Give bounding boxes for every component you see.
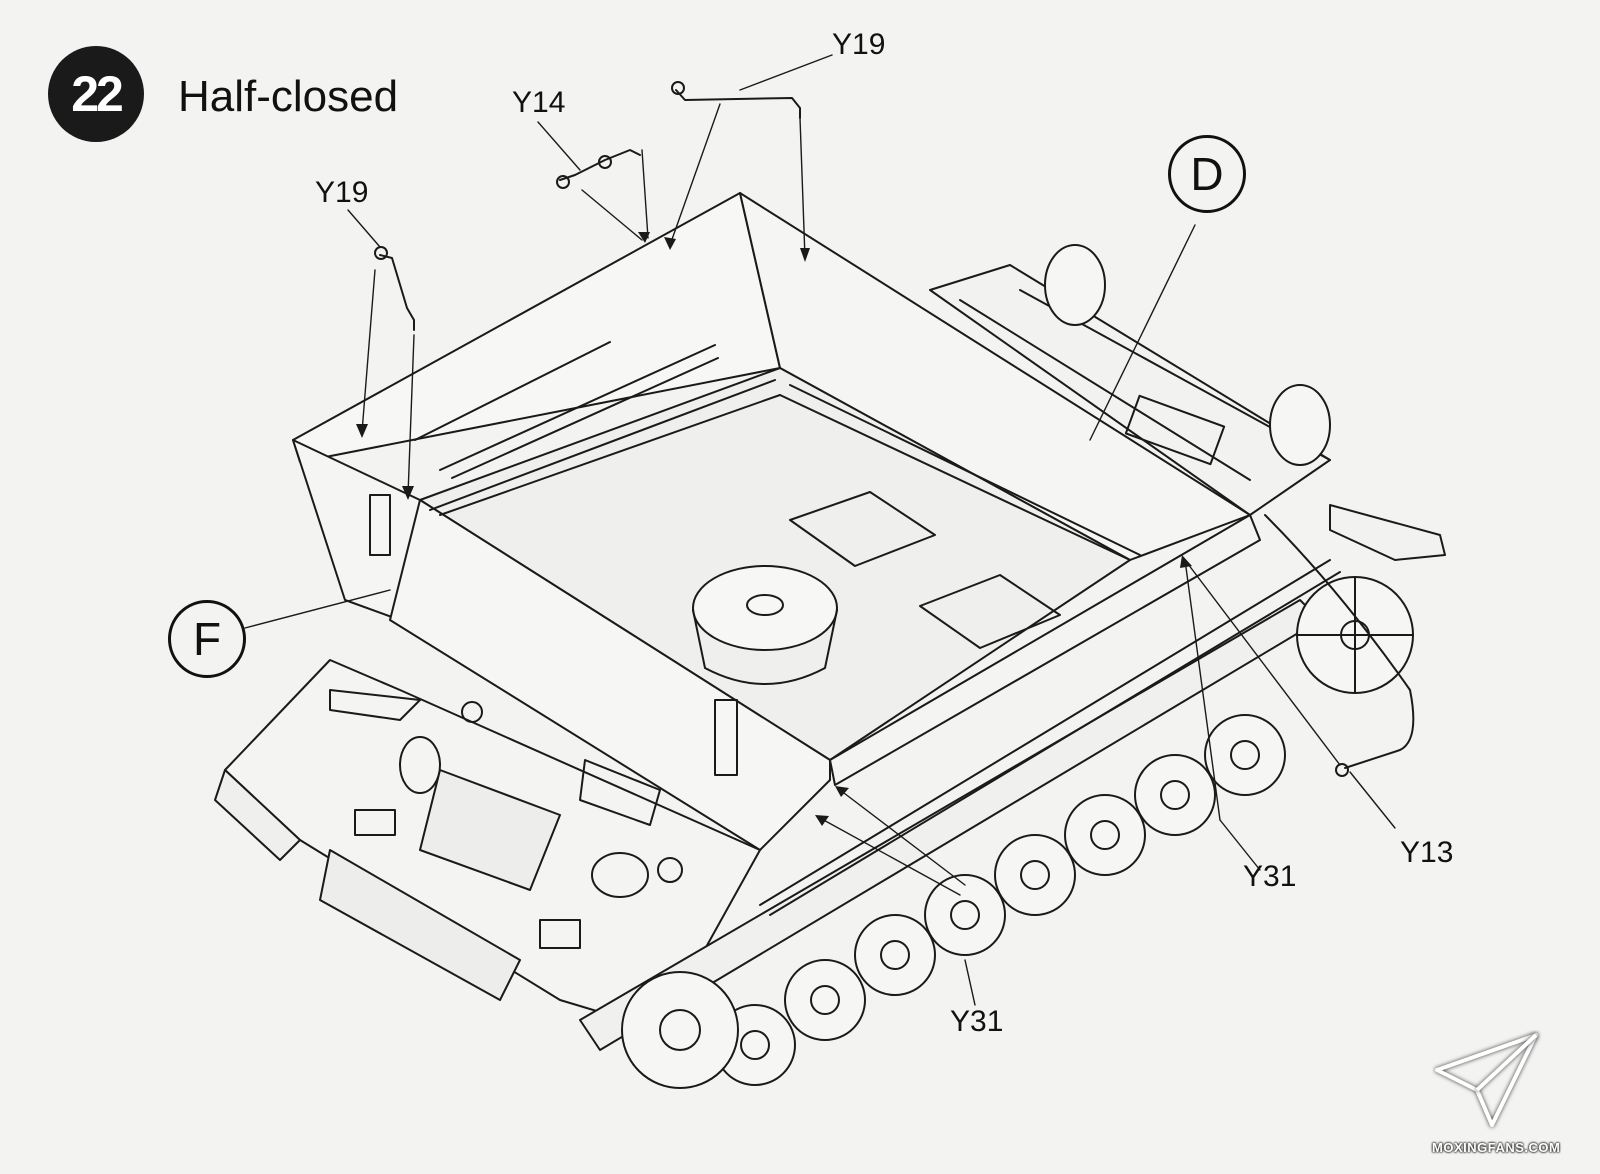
part-label-y31-bottom: Y31 <box>950 1005 1004 1038</box>
part-label-y19-top: Y19 <box>832 28 886 61</box>
y13-cable <box>1264 514 1415 777</box>
subassembly-d-callout: D <box>1168 135 1246 213</box>
part-label-y13: Y13 <box>1400 836 1454 869</box>
part-label-y31-right: Y31 <box>1243 860 1297 893</box>
front-hull <box>214 659 761 1031</box>
paper-plane-logo <box>1435 1033 1538 1127</box>
step-number-badge: 22 <box>48 46 144 142</box>
fighting-compartment <box>292 192 1261 851</box>
running-gear <box>579 244 1446 1089</box>
part-label-y19-left: Y19 <box>315 176 369 209</box>
subassembly-f-callout: F <box>168 600 246 678</box>
y19-top-handle <box>671 81 801 119</box>
part-label-y14: Y14 <box>512 86 566 119</box>
step-title: Half-closed <box>178 72 399 121</box>
watermark-text: MOXINGFANS.COM <box>1432 1140 1561 1155</box>
y14-hook <box>556 149 641 189</box>
arrow-heads <box>356 232 1192 826</box>
leader-lines <box>244 54 1396 1006</box>
y19-left-handle <box>374 246 415 331</box>
